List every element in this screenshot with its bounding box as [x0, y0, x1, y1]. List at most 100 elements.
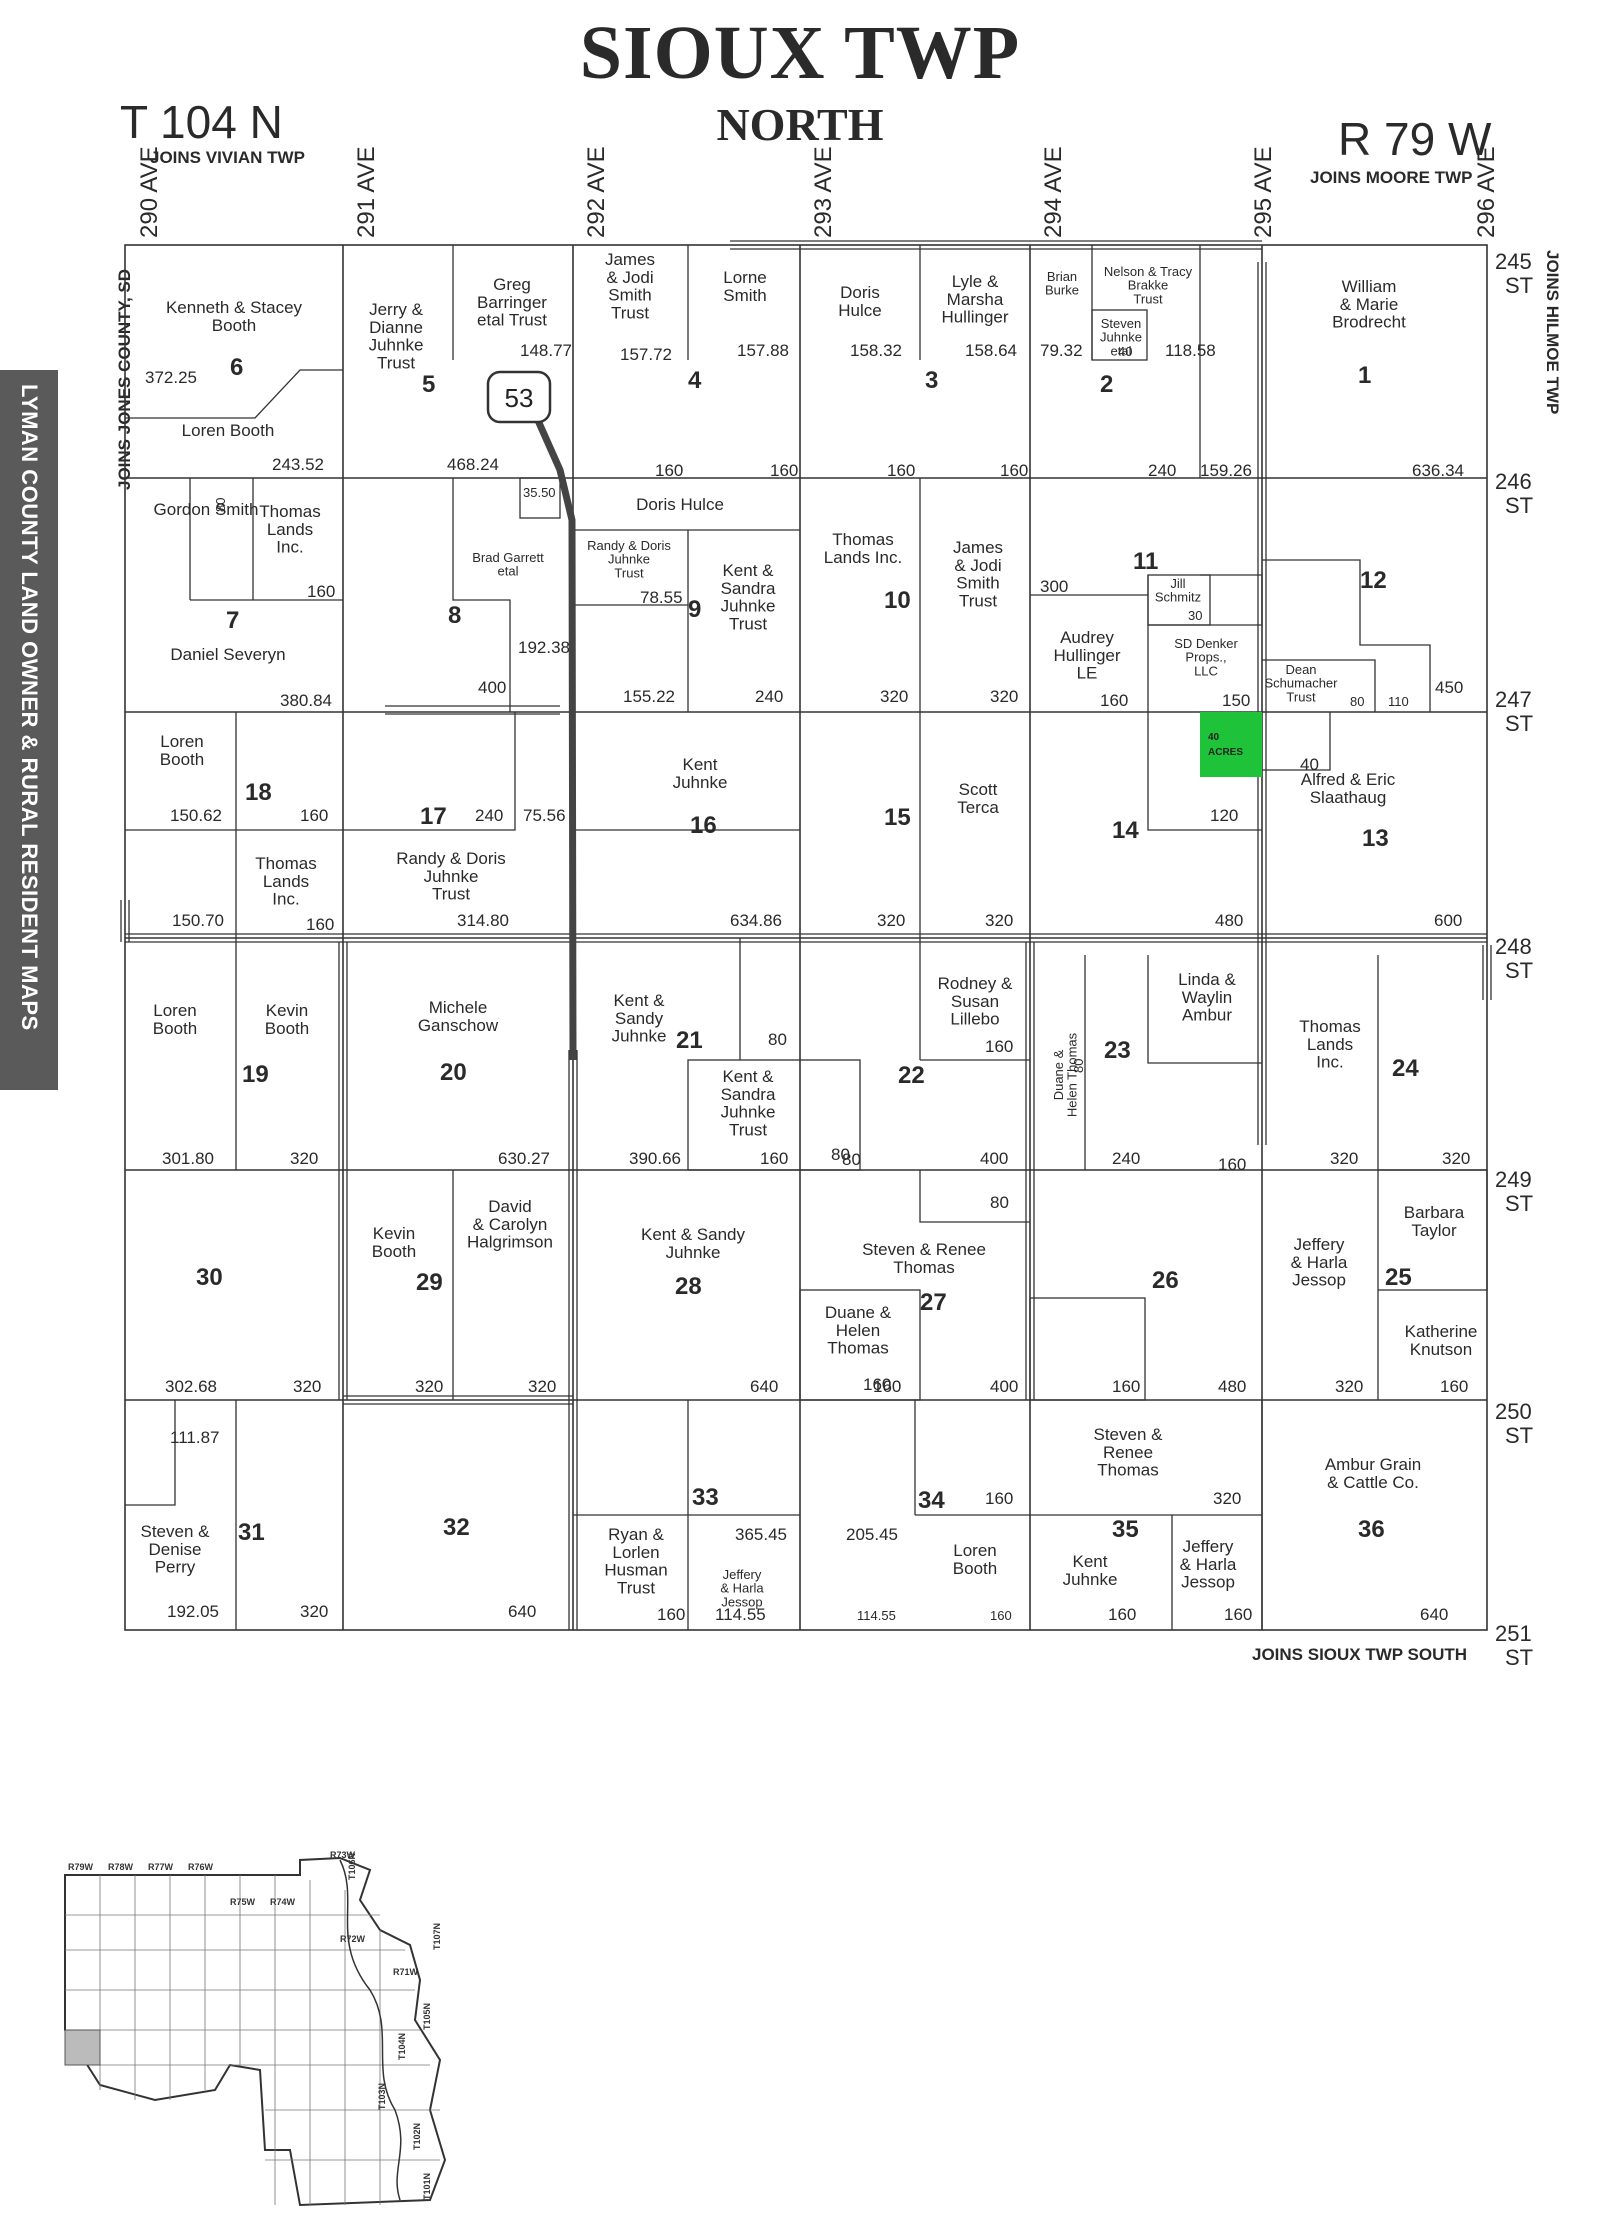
- acreage-label-14: 160: [887, 461, 915, 480]
- highlight-label-2: ACRES: [1208, 747, 1243, 758]
- acreage-label-88: 114.55: [857, 1608, 896, 1623]
- acreage-label-89: 160: [990, 1608, 1012, 1623]
- section-number-21: 21: [676, 1027, 703, 1054]
- acreage-label-68: 320: [293, 1377, 321, 1396]
- acreage-label-49: 600: [1434, 911, 1462, 930]
- acreage-label-13: 160: [770, 461, 798, 480]
- sidebar-banner: LYMAN COUNTY LAND OWNER & RURAL RESIDENT…: [0, 370, 58, 1090]
- acreage-label-75: 480: [1218, 1377, 1246, 1396]
- acreage-label-82: 320: [1213, 1489, 1241, 1508]
- section-number-16: 16: [690, 812, 717, 839]
- map-title: SIOUX TWP: [579, 11, 1021, 95]
- acreage-label-30: 160: [1100, 691, 1128, 710]
- acreage-label-6: 158.32: [850, 341, 902, 360]
- acreage-label-7: 158.64: [965, 341, 1017, 360]
- section-number-26: 26: [1152, 1267, 1179, 1294]
- inset-range-R71W: R71W: [393, 1967, 419, 1977]
- acreage-label-1: 243.52: [272, 455, 324, 474]
- acreage-label-48: 480: [1215, 911, 1243, 930]
- acreage-label-19: 80: [213, 498, 228, 512]
- highway-53-number: 53: [505, 383, 534, 413]
- acreage-label-21: 78.55: [640, 588, 683, 607]
- acreage-label-16: 240: [1148, 461, 1176, 480]
- acreage-label-76: 320: [1335, 1377, 1363, 1396]
- acreage-label-27: 320: [990, 687, 1018, 706]
- acreage-label-70: 320: [528, 1377, 556, 1396]
- acreage-label-80: 205.45: [846, 1525, 898, 1544]
- section-number-12: 12: [1360, 567, 1387, 594]
- acreage-label-77: 160: [1440, 1377, 1468, 1396]
- section-number-11: 11: [1133, 548, 1158, 575]
- section-number-22: 22: [898, 1062, 925, 1089]
- acreage-label-35: 380.84: [280, 691, 332, 710]
- acreage-label-59: 80: [831, 1145, 850, 1164]
- highway-53-shield: [486, 370, 552, 424]
- acreage-label-73: 400: [990, 1377, 1018, 1396]
- inset-range-R75W: R75W: [230, 1897, 256, 1907]
- acreage-label-15: 160: [1000, 461, 1028, 480]
- highway-53-road: [516, 378, 577, 1061]
- acreage-label-38: 240: [475, 806, 503, 825]
- acreage-label-43: 160: [306, 915, 334, 934]
- section-number-10: 10: [884, 587, 911, 614]
- highlight-parcel: [1200, 712, 1262, 777]
- acreage-label-33: 110: [1388, 694, 1409, 709]
- acreage-label-23: 400: [478, 678, 506, 697]
- inset-township-T104N: T104N: [397, 2033, 407, 2060]
- acreage-label-86: 160: [657, 1605, 685, 1624]
- owner-label-16: Doris Hulce: [636, 495, 724, 514]
- section-number-33: 33: [692, 1484, 719, 1511]
- acreage-label-54: 301.80: [162, 1149, 214, 1168]
- inset-range-R72W: R72W: [340, 1934, 366, 1944]
- acreage-label-47: 320: [985, 911, 1013, 930]
- section-number-18: 18: [245, 779, 272, 806]
- acreage-label-71: 640: [750, 1377, 778, 1396]
- inset-township-T107N: T107N: [432, 1923, 442, 1950]
- section-number-20: 20: [440, 1059, 467, 1086]
- acreage-label-10: 118.58: [1165, 341, 1216, 360]
- owner-label-12: Gordon Smith: [154, 500, 259, 519]
- section-number-23: 23: [1104, 1037, 1131, 1064]
- acreage-label-31: 150: [1222, 691, 1250, 710]
- acreage-label-67: 302.68: [165, 1377, 217, 1396]
- section-number-15: 15: [884, 804, 911, 831]
- acreage-label-65: 80: [990, 1193, 1009, 1212]
- acreage-label-22: 192.38: [518, 638, 570, 657]
- acreage-label-44: 314.80: [457, 911, 509, 930]
- acreage-label-28: 300: [1040, 577, 1068, 596]
- acreage-label-55: 320: [290, 1149, 318, 1168]
- acreage-label-53: 80: [1071, 1059, 1086, 1073]
- inset-range-R78W: R78W: [108, 1862, 134, 1872]
- acreage-label-50: 80: [768, 1030, 787, 1049]
- section-number-17: 17: [420, 803, 447, 830]
- acreage-label-4: 157.72: [620, 345, 672, 364]
- inset-township-T101N: T101N: [422, 2173, 432, 2200]
